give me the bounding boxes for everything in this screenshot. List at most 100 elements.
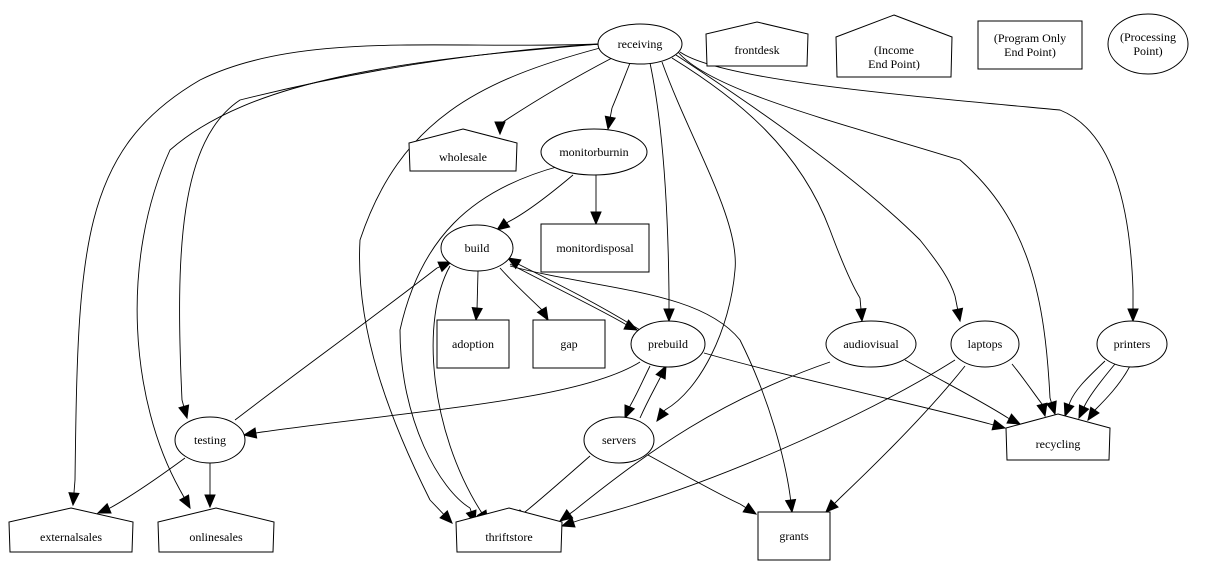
node-printers: printers bbox=[1096, 320, 1168, 368]
edge-prebuild-to-build bbox=[506, 257, 641, 331]
node-label: monitorburnin bbox=[559, 145, 628, 159]
arrowhead-icon bbox=[1006, 413, 1022, 425]
arrowhead-icon bbox=[96, 502, 112, 514]
edge-line bbox=[432, 265, 481, 511]
arrowhead-icon bbox=[506, 257, 522, 270]
edge-line bbox=[703, 352, 991, 425]
edge-line bbox=[517, 263, 641, 331]
edge-build-to-grants bbox=[509, 265, 797, 514]
node-shape-house bbox=[1005, 413, 1111, 461]
edge-laptops-to-thriftstore bbox=[560, 359, 956, 528]
edge-line bbox=[234, 267, 438, 421]
edge-line bbox=[1011, 363, 1043, 405]
edge-receiving-to-externalsales bbox=[68, 43, 601, 507]
edge-line bbox=[509, 265, 791, 496]
edge-line bbox=[399, 165, 561, 509]
arrowhead-icon bbox=[68, 492, 80, 507]
node-shape-box bbox=[977, 20, 1083, 70]
edge-receiving-to-servers bbox=[656, 61, 736, 423]
edge-printers-to-recycling bbox=[1078, 363, 1116, 420]
edge-line bbox=[671, 57, 861, 299]
node-label: prebuild bbox=[648, 337, 688, 351]
edge-testing-to-build bbox=[234, 261, 453, 421]
node-label: End Point) bbox=[1004, 45, 1056, 59]
node-shape-house bbox=[408, 128, 518, 172]
node-label: Point) bbox=[1133, 44, 1162, 58]
arrowhead-icon bbox=[784, 498, 797, 514]
node-shape-ellipse bbox=[540, 128, 648, 176]
arrowhead-icon bbox=[494, 121, 506, 136]
node-label: End Point) bbox=[868, 57, 920, 71]
node-externalsales: externalsales bbox=[8, 507, 134, 553]
edge-line bbox=[476, 270, 479, 311]
node-shape-box bbox=[436, 319, 510, 369]
node-shape-ellipse bbox=[950, 320, 1020, 368]
node-shape-ellipse bbox=[583, 416, 655, 464]
arrowhead-icon bbox=[242, 427, 258, 439]
arrowhead-icon bbox=[663, 308, 675, 323]
node-shape-ellipse bbox=[825, 320, 917, 368]
arrowhead-icon bbox=[604, 115, 616, 131]
edge-line bbox=[1094, 365, 1131, 411]
edge-line bbox=[524, 455, 591, 513]
node-shape-house bbox=[157, 507, 275, 553]
arrowhead-icon bbox=[1087, 406, 1100, 422]
edge-line bbox=[359, 47, 601, 501]
node-label: thriftstore bbox=[485, 530, 532, 544]
edge-build-to-thriftstore bbox=[509, 263, 639, 331]
edge-line bbox=[677, 51, 1051, 399]
arrowhead-icon bbox=[471, 306, 483, 322]
edge-build-to-gap bbox=[471, 270, 483, 322]
arrowhead-icon bbox=[991, 419, 1007, 431]
node-onlinesales: onlinesales bbox=[157, 507, 275, 553]
arrowhead-icon bbox=[495, 217, 511, 231]
edge-build-to-adoption bbox=[432, 265, 489, 525]
edge-receiving-to-recycling bbox=[677, 51, 1057, 416]
arrowhead-icon bbox=[560, 516, 576, 528]
node-shape-ellipse bbox=[440, 224, 514, 272]
arrowhead-icon bbox=[536, 306, 549, 322]
node-label: testing bbox=[194, 433, 226, 447]
node-monitorburnin: monitorburnin bbox=[540, 128, 648, 176]
edge-receiving-to-wholesale bbox=[494, 57, 613, 136]
node-label: (Program Only bbox=[994, 31, 1066, 45]
node-prebuild: prebuild bbox=[630, 320, 706, 368]
node-label: build bbox=[465, 241, 490, 255]
edge-monitorburnin-to-monitordisposal bbox=[495, 174, 574, 231]
arrowhead-icon bbox=[742, 502, 758, 515]
arrowhead-icon bbox=[204, 494, 216, 509]
node-label: laptops bbox=[968, 337, 1003, 351]
node-monitordisposal: monitordisposal bbox=[540, 223, 650, 273]
edge-servers-to-grants bbox=[647, 454, 758, 515]
edge-line bbox=[509, 263, 626, 325]
edge-receiving-to-printers bbox=[679, 51, 1139, 323]
edge-receiving-to-laptops bbox=[675, 54, 964, 323]
edges-layer bbox=[68, 43, 1139, 528]
node-label: externalsales bbox=[40, 530, 102, 544]
node-frontdesk: frontdesk bbox=[705, 21, 809, 67]
arrowhead-icon bbox=[439, 509, 453, 524]
node-label: servers bbox=[602, 433, 636, 447]
edge-build-to-prebuild bbox=[499, 267, 549, 322]
edge-prebuild-to-recycling bbox=[703, 352, 1007, 431]
node-gap: gap bbox=[532, 319, 606, 369]
node-shape-house bbox=[705, 21, 809, 67]
edge-line bbox=[261, 361, 641, 433]
node-receiving: receiving bbox=[597, 23, 683, 65]
edge-audiovisual-to-thriftstore bbox=[558, 361, 831, 522]
arrowhead-icon bbox=[951, 307, 964, 323]
arrowhead-icon bbox=[178, 404, 190, 420]
node-label: recycling bbox=[1036, 437, 1081, 451]
edge-prebuild-to-testing bbox=[242, 361, 641, 439]
node-adoption: adoption bbox=[436, 319, 510, 369]
node-shape-ellipse bbox=[1096, 320, 1168, 368]
edge-line bbox=[904, 359, 1009, 419]
edge-laptops-to-grants bbox=[825, 365, 966, 513]
edge-line bbox=[649, 62, 670, 295]
edge-line bbox=[1069, 360, 1106, 403]
edge-receiving-to-audiovisual bbox=[671, 57, 867, 323]
arrowhead-icon bbox=[1036, 402, 1048, 418]
node-shape-ellipse bbox=[174, 416, 246, 464]
